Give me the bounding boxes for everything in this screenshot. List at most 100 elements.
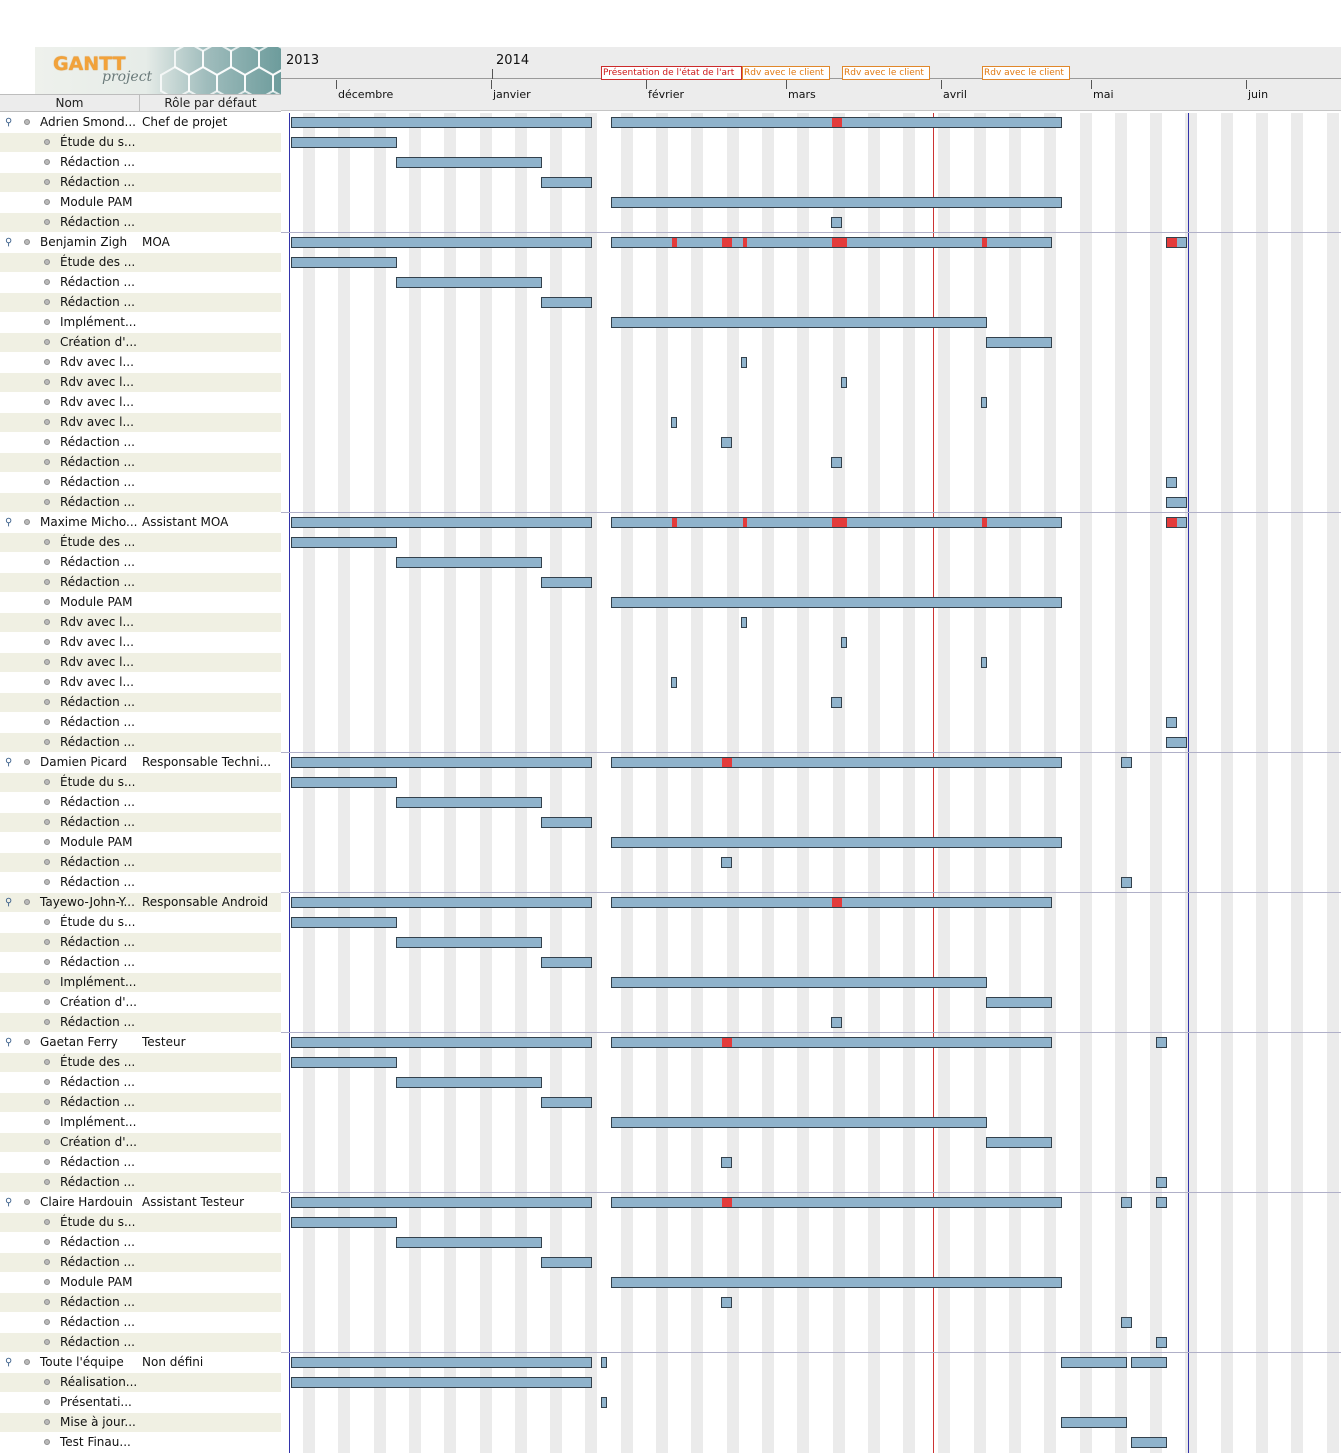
- task-row[interactable]: Module PAM: [0, 833, 281, 852]
- task-row[interactable]: Module PAM: [0, 193, 281, 212]
- task-row[interactable]: Rédaction ...: [0, 713, 281, 732]
- task-row[interactable]: Rdv avec l...: [0, 673, 281, 692]
- task-bar[interactable]: [291, 1217, 397, 1228]
- task-bar[interactable]: [396, 937, 542, 948]
- task-bar[interactable]: [841, 637, 847, 648]
- expand-pin-icon[interactable]: ⚲: [5, 1197, 13, 1208]
- expand-pin-icon[interactable]: ⚲: [5, 117, 13, 128]
- task-bar[interactable]: [291, 1357, 592, 1368]
- task-bar[interactable]: [721, 1297, 732, 1308]
- task-bar[interactable]: [1131, 1357, 1167, 1368]
- task-row[interactable]: Rédaction ...: [0, 1093, 281, 1112]
- task-bar[interactable]: [1156, 1177, 1167, 1188]
- task-row[interactable]: Module PAM: [0, 593, 281, 612]
- task-row[interactable]: Rédaction ...: [0, 433, 281, 452]
- task-bar[interactable]: [396, 797, 542, 808]
- task-row[interactable]: Rédaction ...: [0, 1233, 281, 1252]
- task-bar[interactable]: [291, 777, 397, 788]
- task-row[interactable]: Rédaction ...: [0, 453, 281, 472]
- task-bar[interactable]: [1156, 1037, 1167, 1048]
- resource-row[interactable]: ⚲Adrien Smond...Chef de projet: [0, 113, 281, 132]
- expand-pin-icon[interactable]: ⚲: [5, 1357, 13, 1368]
- resource-row[interactable]: ⚲Tayewo-John-Y...Responsable Android: [0, 893, 281, 912]
- task-row[interactable]: Étude des ...: [0, 1053, 281, 1072]
- task-bar[interactable]: [671, 677, 677, 688]
- task-bar[interactable]: [611, 897, 1052, 908]
- expand-pin-icon[interactable]: ⚲: [5, 517, 13, 528]
- task-bar[interactable]: [841, 377, 847, 388]
- task-bar[interactable]: [291, 117, 592, 128]
- task-bar[interactable]: [1131, 1437, 1167, 1448]
- task-row[interactable]: Réalisation...: [0, 1373, 281, 1392]
- task-row[interactable]: Rédaction ...: [0, 813, 281, 832]
- task-row[interactable]: Rédaction ...: [0, 153, 281, 172]
- task-row[interactable]: Rédaction ...: [0, 733, 281, 752]
- task-bar[interactable]: [291, 1057, 397, 1068]
- task-bar[interactable]: [291, 1197, 592, 1208]
- task-row[interactable]: Étude du s...: [0, 1213, 281, 1232]
- task-bar[interactable]: [1121, 1197, 1132, 1208]
- task-bar[interactable]: [1166, 737, 1187, 748]
- task-row[interactable]: Rédaction ...: [0, 1013, 281, 1032]
- task-bar[interactable]: [396, 277, 542, 288]
- task-row[interactable]: Rédaction ...: [0, 573, 281, 592]
- task-bar[interactable]: [611, 1037, 1052, 1048]
- task-row[interactable]: Test Finau...: [0, 1433, 281, 1452]
- expand-pin-icon[interactable]: ⚲: [5, 757, 13, 768]
- task-bar[interactable]: [741, 617, 747, 628]
- task-row[interactable]: Rédaction ...: [0, 853, 281, 872]
- task-bar[interactable]: [1156, 1197, 1167, 1208]
- task-bar[interactable]: [291, 517, 592, 528]
- task-bar[interactable]: [1166, 477, 1177, 488]
- task-bar[interactable]: [291, 1377, 592, 1388]
- task-row[interactable]: Rédaction ...: [0, 693, 281, 712]
- task-row[interactable]: Rdv avec l...: [0, 653, 281, 672]
- task-bar[interactable]: [291, 137, 397, 148]
- task-bar[interactable]: [541, 297, 592, 308]
- task-row[interactable]: Rédaction ...: [0, 1153, 281, 1172]
- task-bar[interactable]: [291, 917, 397, 928]
- task-bar[interactable]: [1166, 497, 1187, 508]
- column-header-role[interactable]: Rôle par défaut: [164, 96, 257, 110]
- resource-row[interactable]: ⚲Maxime Micho...Assistant MOA: [0, 513, 281, 532]
- task-bar[interactable]: [611, 317, 987, 328]
- task-row[interactable]: Présentati...: [0, 1393, 281, 1412]
- task-bar[interactable]: [831, 217, 842, 228]
- task-row[interactable]: Rédaction ...: [0, 1293, 281, 1312]
- task-row[interactable]: Rédaction ...: [0, 1173, 281, 1192]
- task-bar[interactable]: [831, 457, 842, 468]
- task-bar[interactable]: [831, 1017, 842, 1028]
- task-bar[interactable]: [291, 237, 592, 248]
- task-bar[interactable]: [1121, 877, 1132, 888]
- task-bar[interactable]: [1061, 1357, 1127, 1368]
- task-row[interactable]: Rédaction ...: [0, 273, 281, 292]
- expand-pin-icon[interactable]: ⚲: [5, 237, 13, 248]
- task-bar[interactable]: [611, 1277, 1062, 1288]
- column-header-name[interactable]: Nom: [0, 95, 140, 111]
- task-bar[interactable]: [721, 1157, 732, 1168]
- task-row[interactable]: Rédaction ...: [0, 1253, 281, 1272]
- task-bar[interactable]: [611, 757, 1062, 768]
- task-bar[interactable]: [721, 857, 732, 868]
- milestone-rdv-client[interactable]: Rdv avec le client: [982, 66, 1070, 80]
- task-row[interactable]: Étude du s...: [0, 913, 281, 932]
- task-bar[interactable]: [741, 357, 747, 368]
- task-bar[interactable]: [541, 577, 592, 588]
- task-bar[interactable]: [611, 1117, 987, 1128]
- task-row[interactable]: Rédaction ...: [0, 933, 281, 952]
- task-bar[interactable]: [611, 837, 1062, 848]
- task-row[interactable]: Étude des ...: [0, 253, 281, 272]
- task-row[interactable]: Rédaction ...: [0, 953, 281, 972]
- task-bar[interactable]: [291, 897, 592, 908]
- milestone-rdv-client[interactable]: Rdv avec le client: [742, 66, 830, 80]
- task-row[interactable]: Rédaction ...: [0, 173, 281, 192]
- task-bar[interactable]: [541, 1257, 592, 1268]
- task-row[interactable]: Rdv avec l...: [0, 393, 281, 412]
- task-row[interactable]: Rdv avec l...: [0, 613, 281, 632]
- task-bar[interactable]: [541, 177, 592, 188]
- task-row[interactable]: Mise à jour...: [0, 1413, 281, 1432]
- milestone-rdv-client[interactable]: Rdv avec le client: [842, 66, 930, 80]
